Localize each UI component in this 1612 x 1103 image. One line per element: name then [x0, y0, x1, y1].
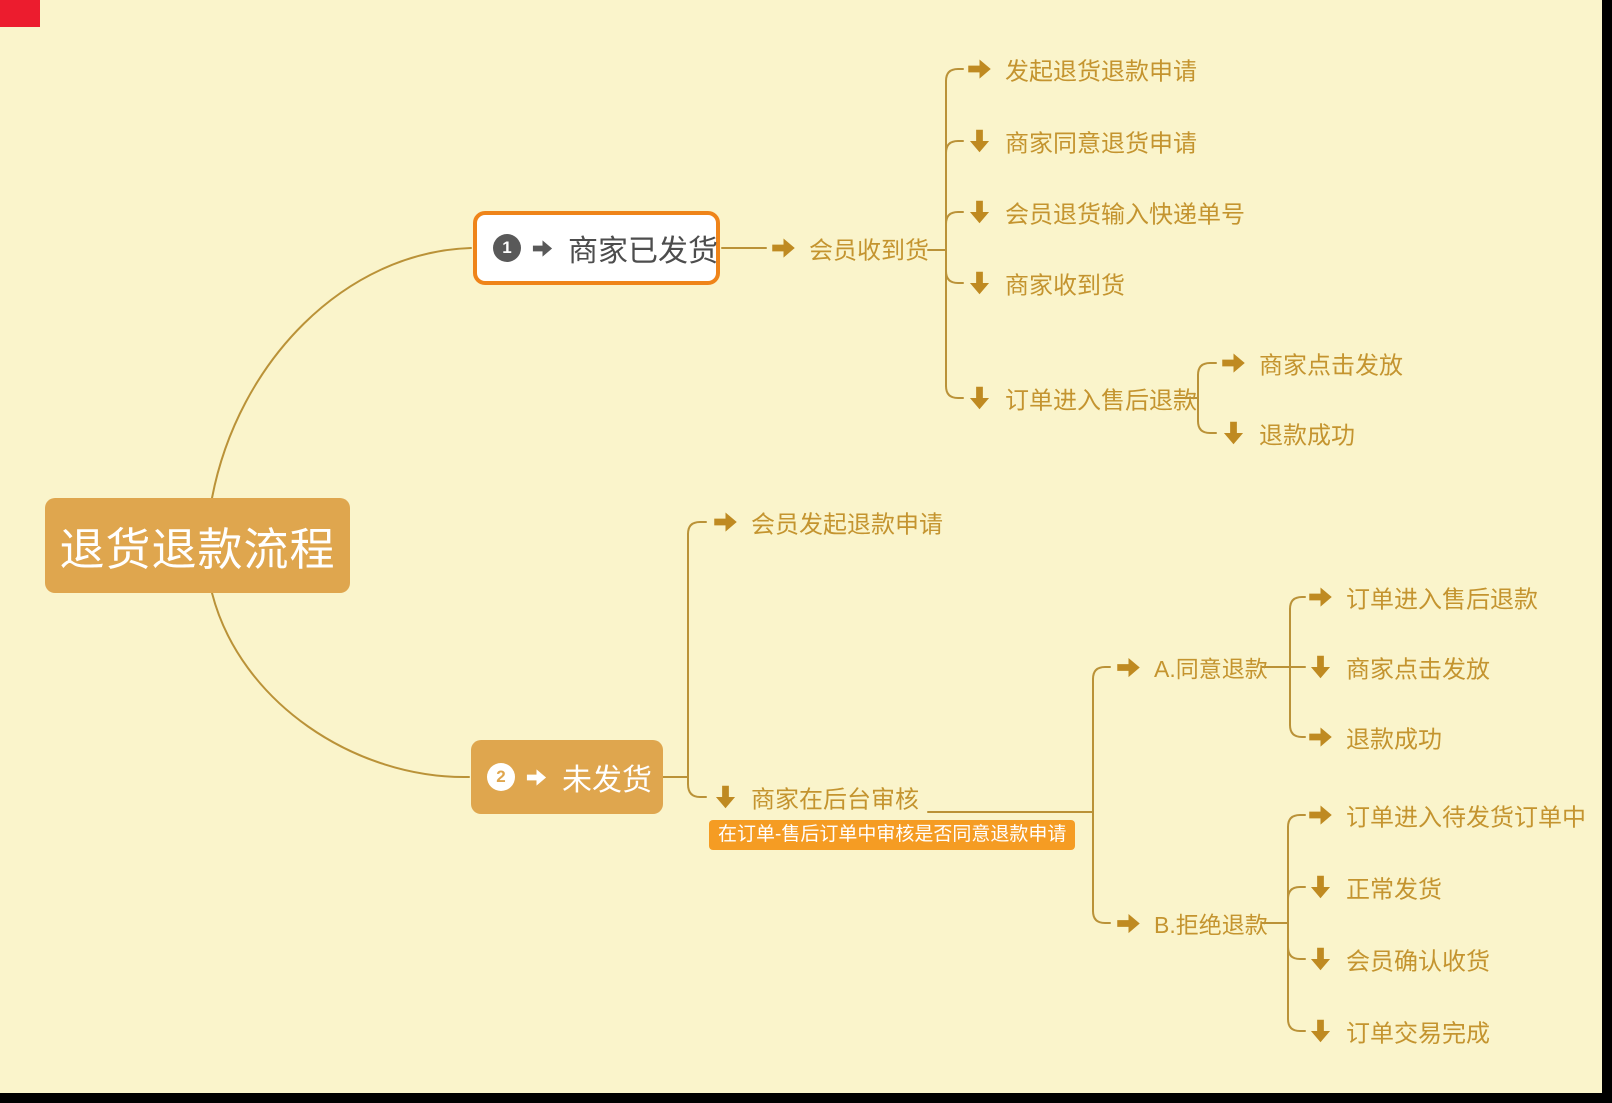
- bottom-edge-bar: [0, 1093, 1612, 1103]
- step-a-order-aftersale-refund[interactable]: 订单进入售后退款: [1307, 580, 1538, 615]
- arrow-right-icon: [714, 512, 737, 532]
- branch1-label: 商家已发货: [568, 235, 718, 268]
- step-b-order-pending-ship[interactable]: 订单进入待发货订单中: [1307, 798, 1586, 833]
- step-member-received[interactable]: 会员收到货: [770, 231, 929, 266]
- record-indicator-mark: [0, 0, 40, 27]
- branch2-node[interactable]: 2 未发货: [471, 740, 663, 814]
- step-merchant-agrees-return[interactable]: 商家同意退货申请: [966, 124, 1197, 159]
- number-2-badge: 2: [487, 763, 515, 791]
- arrow-down-icon: [1310, 875, 1331, 899]
- arrow-right-icon: [968, 59, 991, 79]
- step-merchant-click-release[interactable]: 商家点击发放: [1220, 346, 1403, 381]
- root-label: 退货退款流程: [59, 524, 336, 575]
- step-b-member-confirm-receipt[interactable]: 会员确认收货: [1307, 942, 1490, 977]
- arrow-down-icon: [969, 129, 990, 153]
- right-edge-bar: [1602, 0, 1612, 1103]
- root-node[interactable]: 退货退款流程: [45, 498, 350, 593]
- arrow-down-icon: [1310, 655, 1331, 679]
- arrow-down-icon: [969, 271, 990, 295]
- arrow-right-icon: [1309, 727, 1332, 747]
- step-b-order-complete[interactable]: 订单交易完成: [1307, 1014, 1490, 1049]
- branch2-label: 未发货: [562, 764, 652, 797]
- arrow-right-icon: [1222, 353, 1245, 373]
- arrow-right-icon: [772, 238, 795, 258]
- step-initiate-return-refund[interactable]: 发起退货退款申请: [966, 52, 1197, 87]
- arrow-right-icon: [526, 768, 547, 786]
- number-1-badge: 1: [493, 234, 521, 262]
- arrow-down-icon: [969, 386, 990, 410]
- arrow-down-icon: [1310, 1019, 1331, 1043]
- step-member-enters-tracking[interactable]: 会员退货输入快递单号: [966, 195, 1245, 230]
- arrow-down-icon: [969, 200, 990, 224]
- step-a-refund-success[interactable]: 退款成功: [1307, 720, 1442, 755]
- step-a-merchant-click-release[interactable]: 商家点击发放: [1307, 650, 1490, 685]
- review-note[interactable]: 在订单-售后订单中审核是否同意退款申请: [709, 820, 1076, 850]
- step-member-initiate-refund[interactable]: 会员发起退款申请: [712, 505, 943, 540]
- option-b-refuse-refund[interactable]: B.拒绝退款: [1115, 906, 1268, 940]
- arrow-down-icon: [1310, 947, 1331, 971]
- arrow-right-icon: [1309, 587, 1332, 607]
- arrow-down-icon: [715, 785, 736, 809]
- arrow-right-icon: [1117, 657, 1140, 677]
- step-order-aftersale-refund[interactable]: 订单进入售后退款: [966, 381, 1197, 416]
- step-refund-success[interactable]: 退款成功: [1220, 416, 1355, 451]
- branch1-node[interactable]: 1 商家已发货: [473, 211, 720, 285]
- step-merchant-backend-review[interactable]: 商家在后台审核: [712, 780, 919, 815]
- step-b-normal-shipping[interactable]: 正常发货: [1307, 870, 1442, 905]
- arrow-right-icon: [1117, 913, 1140, 933]
- arrow-right-icon: [1309, 805, 1332, 825]
- arrow-right-icon: [532, 239, 553, 257]
- option-a-agree-refund[interactable]: A.同意退款: [1115, 650, 1268, 684]
- arrow-down-icon: [1223, 421, 1244, 445]
- step-merchant-received[interactable]: 商家收到货: [966, 266, 1125, 301]
